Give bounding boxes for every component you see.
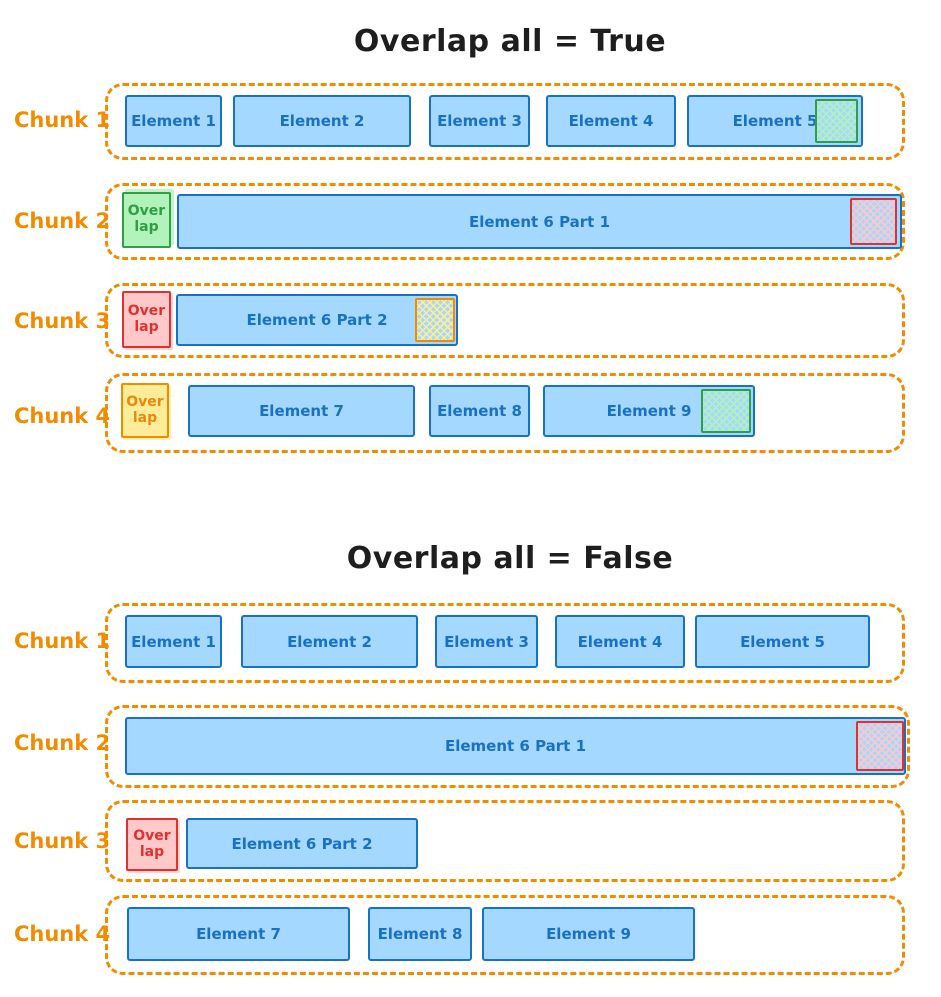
chunk-label: Chunk 2	[14, 731, 111, 755]
element-label: Element 6 Part 2	[246, 311, 388, 329]
element-label: Element 4	[577, 632, 663, 651]
overlap-label-line2: lap	[134, 318, 159, 335]
element-label: Element 5	[740, 632, 825, 651]
element-box: Element 3	[435, 615, 538, 668]
overlap-box: Over lap	[122, 291, 171, 348]
element-box: Element 5	[695, 615, 870, 668]
element-box: Element 6 Part 1	[125, 717, 906, 775]
overlap-label-line2: lap	[139, 843, 165, 860]
element-label: Element 7	[259, 402, 344, 420]
chunk-label: Chunk 4	[14, 922, 111, 946]
overlap-label-line1: Over	[127, 302, 166, 319]
overlap-label-line1: Over	[126, 393, 164, 410]
overlap-label-line1: Over	[127, 203, 166, 220]
element-box: Element 6 Part 1	[177, 194, 902, 249]
trailing-overlap-hatch	[415, 298, 455, 342]
element-box: Element 7	[127, 907, 350, 961]
element-box: Element 6 Part 2	[176, 294, 458, 346]
chunk-label: Chunk 1	[14, 108, 111, 132]
chunk-container	[105, 895, 905, 975]
element-box: Element 1	[125, 615, 222, 668]
chunk-container	[105, 283, 905, 358]
overlap-box: Over lap	[126, 818, 178, 871]
element-box: Element 5	[687, 95, 863, 147]
trailing-overlap-hatch	[850, 198, 897, 245]
overlap-box: Over lap	[122, 192, 171, 248]
chunk-container	[105, 83, 905, 160]
chunk-label: Chunk 1	[14, 629, 111, 653]
element-label: Element 4	[568, 112, 654, 130]
element-box: Element 1	[125, 95, 222, 147]
element-label: Element 9	[606, 402, 692, 420]
element-box: Element 2	[233, 95, 411, 147]
element-label: Element 2	[279, 112, 365, 130]
chunk-container	[105, 705, 910, 788]
element-label: Element 2	[287, 632, 372, 651]
element-box: Element 8	[368, 907, 472, 961]
element-box: Element 3	[429, 95, 530, 147]
element-label: Element 3	[444, 632, 529, 651]
overlap-box: Over lap	[121, 383, 169, 438]
section-title-overlap-false: Overlap all = False	[346, 541, 674, 576]
element-label: Element 1	[131, 632, 216, 651]
element-label: Element 5	[732, 112, 818, 130]
element-label: Element 6 Part 1	[444, 737, 587, 755]
chunk-label: Chunk 4	[14, 404, 111, 428]
trailing-overlap-hatch	[701, 389, 751, 433]
element-label: Element 1	[131, 112, 216, 130]
chunk-container	[105, 183, 905, 260]
element-box: Element 4	[546, 95, 676, 147]
section-title-overlap-true: Overlap all = True	[353, 24, 667, 59]
element-box: Element 8	[429, 385, 530, 437]
element-box: Element 2	[241, 615, 418, 668]
element-box: Element 7	[188, 385, 415, 437]
element-label: Element 8	[377, 925, 463, 943]
element-box: Element 9	[543, 385, 755, 437]
overlap-label-line2: lap	[134, 219, 159, 235]
element-label: Element 6 Part 1	[468, 212, 611, 231]
overlap-label-line1: Over	[133, 827, 171, 844]
chunk-container	[105, 800, 905, 882]
chunk-label: Chunk 3	[14, 309, 111, 333]
element-label: Element 8	[437, 402, 522, 420]
element-label: Element 3	[437, 112, 522, 130]
chunk-label: Chunk 2	[14, 209, 111, 233]
element-label: Element 7	[196, 925, 281, 943]
element-box: Element 4	[555, 615, 685, 668]
trailing-overlap-hatch	[815, 99, 858, 143]
overlap-label-line2: lap	[132, 409, 158, 426]
element-label: Element 9	[546, 925, 631, 943]
chunk-container	[105, 603, 905, 683]
chunk-label: Chunk 3	[14, 829, 111, 853]
element-box: Element 9	[482, 907, 695, 961]
element-box: Element 6 Part 2	[186, 818, 418, 869]
chunk-container	[105, 373, 905, 453]
trailing-overlap-hatch	[856, 721, 904, 771]
element-label: Element 6 Part 2	[231, 834, 373, 853]
